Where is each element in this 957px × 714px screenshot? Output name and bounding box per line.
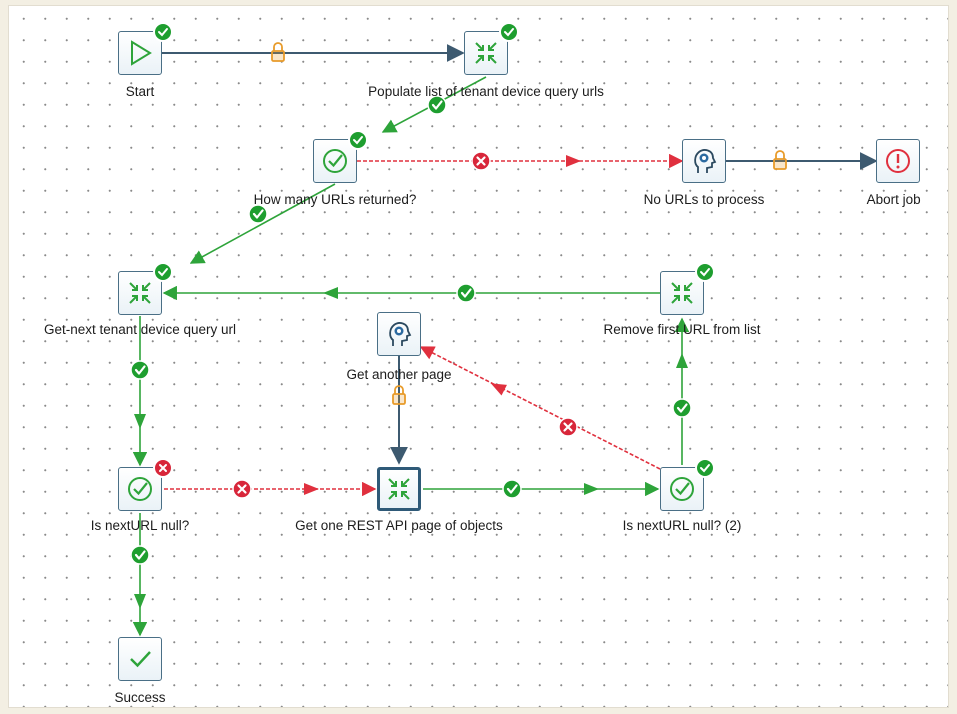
- node-nourls[interactable]: [682, 139, 726, 183]
- node-success[interactable]: [118, 637, 162, 681]
- check-circle-icon: [125, 474, 155, 504]
- status-success-icon: [499, 22, 519, 42]
- check-circle-icon: [667, 474, 697, 504]
- hop-direction-arrow-icon: [323, 287, 338, 299]
- node-label-start: Start: [125, 84, 155, 99]
- node-getone[interactable]: [377, 467, 421, 511]
- node-label-getone: Get one REST API page of objects: [295, 518, 503, 533]
- node-label-success: Success: [114, 690, 166, 705]
- status-error-icon: [153, 458, 173, 478]
- hop-direction-arrow-icon: [134, 414, 146, 429]
- success-check-icon: [125, 644, 155, 674]
- node-label-removefirst: Remove first URL from list: [603, 322, 761, 337]
- hop-true-check-icon[interactable]: [427, 95, 447, 115]
- node-isnull2[interactable]: [660, 467, 704, 511]
- transform-arrows-icon: [125, 278, 155, 308]
- node-label-nourls: No URLs to process: [643, 192, 765, 207]
- hop-true-check-icon[interactable]: [502, 479, 522, 499]
- status-success-icon: [153, 22, 173, 42]
- check-circle-icon: [320, 146, 350, 176]
- node-another[interactable]: [377, 312, 421, 356]
- hop-howmany-to-getnext[interactable]: [189, 183, 336, 264]
- transform-arrows-icon: [667, 278, 697, 308]
- node-label-isnull2: Is nextURL null? (2): [622, 518, 742, 533]
- status-success-icon: [153, 262, 173, 282]
- lock-icon[interactable]: [392, 385, 406, 405]
- hop-direction-arrow-icon: [584, 483, 599, 495]
- node-label-abort: Abort job: [866, 192, 921, 207]
- head-profile-icon: [384, 319, 414, 349]
- hop-direction-arrow-icon: [490, 383, 507, 396]
- status-success-icon: [348, 130, 368, 150]
- transform-arrows-icon: [471, 38, 501, 68]
- hop-direction-arrow-icon: [134, 594, 146, 609]
- lock-icon[interactable]: [271, 42, 285, 62]
- node-label-populate: Populate list of tenant device query url…: [368, 84, 604, 99]
- lock-icon[interactable]: [773, 150, 787, 170]
- node-label-isnull: Is nextURL null?: [90, 518, 190, 533]
- hop-false-x-icon[interactable]: [471, 151, 491, 171]
- node-label-getnext: Get-next tenant device query url: [43, 322, 237, 337]
- abort-icon: [883, 146, 913, 176]
- head-profile-icon: [689, 146, 719, 176]
- node-label-another: Get another page: [346, 367, 452, 382]
- hop-true-check-icon[interactable]: [130, 545, 150, 565]
- status-success-icon: [695, 262, 715, 282]
- hop-true-check-icon[interactable]: [456, 283, 476, 303]
- workflow-canvas[interactable]: Start Populate list of tenant device que…: [8, 5, 949, 708]
- node-abort[interactable]: [876, 139, 920, 183]
- hop-direction-arrow-icon: [676, 353, 688, 368]
- transform-arrows-icon: [384, 474, 414, 504]
- hop-false-x-icon[interactable]: [232, 479, 252, 499]
- hop-false-x-icon[interactable]: [558, 417, 578, 437]
- hop-layer: [130, 42, 878, 637]
- hop-true-check-icon[interactable]: [248, 204, 268, 224]
- hop-isnull2-to-another[interactable]: [419, 346, 661, 470]
- node-label-howmany: How many URLs returned?: [253, 192, 417, 207]
- status-success-icon: [695, 458, 715, 478]
- hop-direction-arrow-icon: [566, 155, 581, 167]
- hop-true-check-icon[interactable]: [130, 360, 150, 380]
- hop-true-check-icon[interactable]: [672, 398, 692, 418]
- start-triangle-icon: [125, 38, 155, 68]
- hop-direction-arrow-icon: [304, 483, 319, 495]
